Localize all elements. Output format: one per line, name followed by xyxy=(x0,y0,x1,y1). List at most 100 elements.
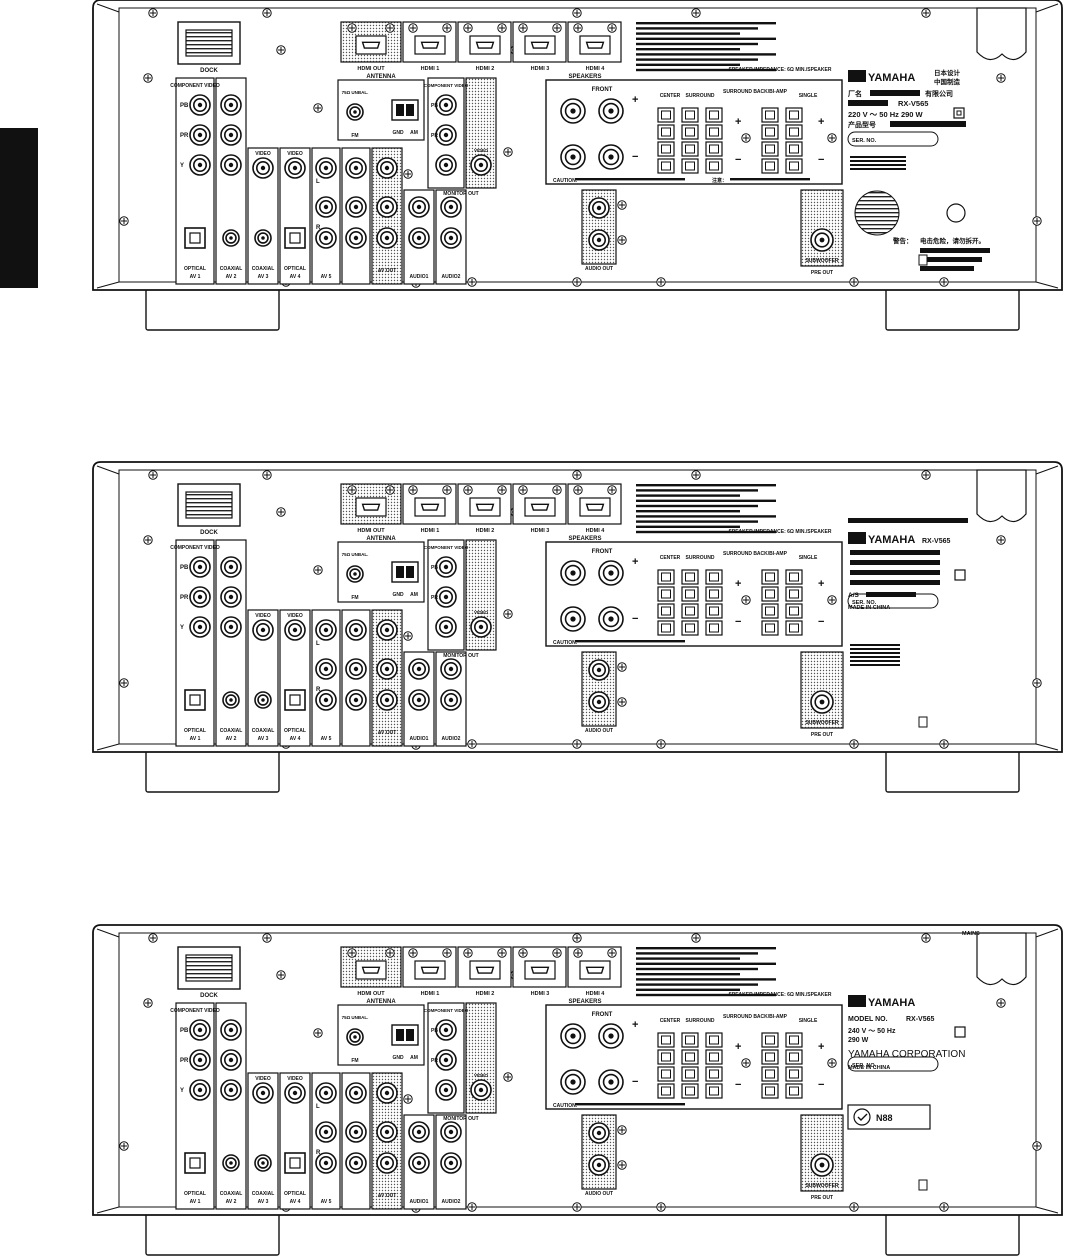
monitor-out-label: MONITOR OUT xyxy=(443,191,478,197)
fine-print-line xyxy=(848,100,888,106)
jack-pin xyxy=(353,1090,359,1096)
screw-icon xyxy=(442,485,452,495)
bevel xyxy=(96,928,120,938)
rca-jack-icon xyxy=(345,658,367,680)
hdmi-in-label: HDMI 1 xyxy=(421,66,440,72)
screw-icon xyxy=(313,1028,323,1038)
terminal-hole xyxy=(709,589,719,599)
hdmi-port-icon xyxy=(469,960,501,980)
speaker-terminal-icon xyxy=(657,1083,675,1099)
speaker-terminal-icon xyxy=(705,1032,723,1048)
fine-print-line xyxy=(850,580,940,585)
speaker-terminal-icon xyxy=(785,1049,803,1065)
terminal-hole xyxy=(685,606,695,616)
jack-pin xyxy=(228,594,234,600)
terminal-hole xyxy=(765,161,775,171)
screw-icon xyxy=(1032,678,1042,688)
video-label: VIDEO xyxy=(255,151,271,157)
pb-label: PB xyxy=(431,565,438,571)
screw-icon xyxy=(741,1058,751,1068)
jack-pin xyxy=(478,624,484,630)
speaker-terminal-icon xyxy=(785,141,803,157)
hdmi-port-icon xyxy=(414,497,446,517)
terminal-hole xyxy=(709,127,719,137)
bevel xyxy=(1035,743,1059,751)
hdmi-socket xyxy=(585,503,605,511)
am-terminal-lever xyxy=(396,104,404,116)
pre-out-block xyxy=(800,651,844,729)
rca-jack-icon xyxy=(598,1023,624,1049)
coaxial-label: COAXIAL xyxy=(220,266,243,272)
screw-icon xyxy=(827,1058,837,1068)
speaker-terminal-icon xyxy=(681,1083,699,1099)
rca-jack-icon xyxy=(440,1152,462,1174)
hdmi-port-icon xyxy=(469,35,501,55)
screw-icon xyxy=(849,277,859,287)
speaker-terminal-icon xyxy=(761,586,779,602)
video-label: VIDEO xyxy=(255,613,271,619)
left-foot xyxy=(145,1210,280,1256)
screw-icon xyxy=(573,948,583,958)
rca-jack-icon xyxy=(440,196,462,218)
rca-jack-icon xyxy=(435,556,457,578)
terminal-hole xyxy=(709,1035,719,1045)
yamaha-logo-text: YAMAHA xyxy=(868,997,915,1009)
bevel xyxy=(96,281,120,289)
terminal-hole xyxy=(661,127,671,137)
hdmi-socket xyxy=(530,41,550,49)
rca-jack-icon xyxy=(254,691,272,709)
channel-l: L xyxy=(316,179,320,185)
terminal-hole xyxy=(765,1052,775,1062)
component-channel-label: PR xyxy=(180,1058,189,1064)
rca-jack-icon xyxy=(560,144,586,170)
rca-jack-icon xyxy=(435,154,457,176)
terminal-hole xyxy=(765,572,775,582)
screw-icon xyxy=(313,103,323,113)
speaker-terminal-icon xyxy=(657,620,675,636)
speaker-terminal-icon xyxy=(785,124,803,140)
am-terminal-lever xyxy=(406,566,414,578)
pre-out-block xyxy=(800,1114,844,1192)
component-video-block-2 xyxy=(215,539,247,747)
jack-pin xyxy=(570,108,576,114)
terminal-hole xyxy=(685,161,695,171)
rca-jack-icon xyxy=(588,691,610,713)
jack-pin xyxy=(596,1130,602,1136)
speaker-terminal-icon xyxy=(657,141,675,157)
jack-pin xyxy=(416,697,422,703)
speaker-terminal-icon xyxy=(657,1066,675,1082)
screw-icon xyxy=(656,739,666,749)
jack-pin xyxy=(292,627,298,633)
label-line: RX-V565 xyxy=(898,99,928,108)
component-channel-label: PR xyxy=(180,133,189,139)
rca-jack-icon xyxy=(189,124,211,146)
fine-print-line xyxy=(920,248,990,253)
terminal-hole xyxy=(765,127,775,137)
serial-box xyxy=(847,1056,939,1072)
speaker-terminal-icon xyxy=(681,158,699,174)
rca-jack-icon xyxy=(254,229,272,247)
rca-jack-icon xyxy=(252,1082,274,1104)
terminal-hole xyxy=(661,110,671,120)
jack-pin xyxy=(229,236,233,240)
label-line: RX-V565 xyxy=(906,1016,935,1023)
surround-back-label: SURROUND BACK/BI-AMP xyxy=(723,1014,788,1020)
jack-pin xyxy=(260,627,266,633)
plus-sign: + xyxy=(735,1041,741,1053)
jack-pin xyxy=(384,1129,390,1135)
am-terminal xyxy=(391,561,419,583)
speaker-terminal-icon xyxy=(705,586,723,602)
rca-jack-icon xyxy=(376,196,398,218)
plus-sign: + xyxy=(735,116,741,128)
jack-pin xyxy=(443,102,449,108)
screw-icon xyxy=(573,485,583,495)
jack-pin xyxy=(608,1033,614,1039)
rca-jack-icon xyxy=(376,619,398,641)
jack-pin xyxy=(570,1033,576,1039)
screw-icon xyxy=(143,73,153,83)
jack-pin xyxy=(323,627,329,633)
screw-icon xyxy=(1032,216,1042,226)
jack-pin xyxy=(608,154,614,160)
speaker-terminal-icon xyxy=(657,158,675,174)
